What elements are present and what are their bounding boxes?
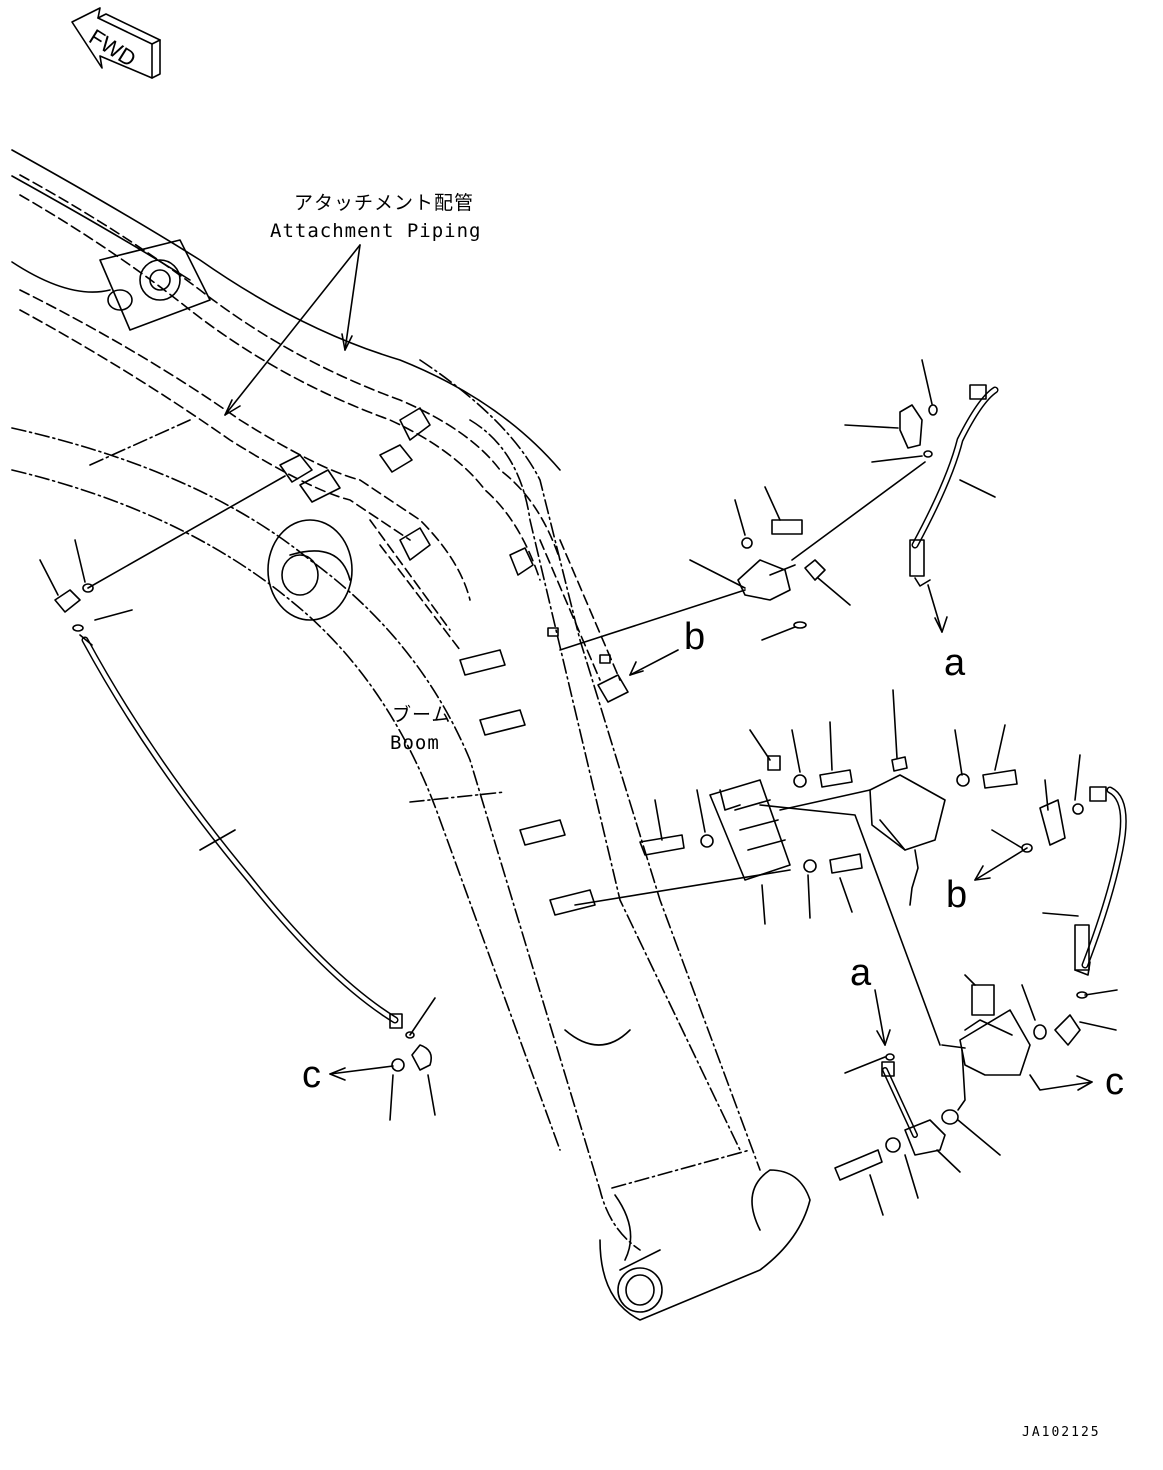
attachment-piping-lines [19, 174, 621, 681]
boom-en-label: Boom [390, 732, 440, 754]
boom-outline [11, 359, 761, 1251]
view-ref-c-right: c [1105, 1061, 1124, 1103]
view-ref-c-left: c [302, 1054, 321, 1096]
view-ref-a-top: a [944, 642, 966, 684]
view-ref-b-right: b [946, 874, 968, 916]
upper-right-valve-assembly [559, 359, 999, 676]
valve-block-assembly [834, 754, 1127, 1216]
attachment-piping-jp-label: アタッチメント配管 [294, 192, 475, 214]
bracket-assembly [574, 689, 1018, 1046]
view-ref-b-top: b [684, 616, 706, 658]
boom-jp-label: ブーム [392, 704, 452, 726]
drawing-code: JA102125 [1022, 1425, 1101, 1440]
boom-structure [11, 149, 811, 1321]
pipe-clamps [279, 407, 629, 916]
attachment-piping-en-label: Attachment Piping [270, 220, 482, 242]
view-ref-a-mid: a [850, 952, 872, 994]
fwd-arrow-icon [71, 7, 161, 79]
left-hose-assembly [39, 475, 436, 1121]
callout-leaders [224, 244, 361, 416]
